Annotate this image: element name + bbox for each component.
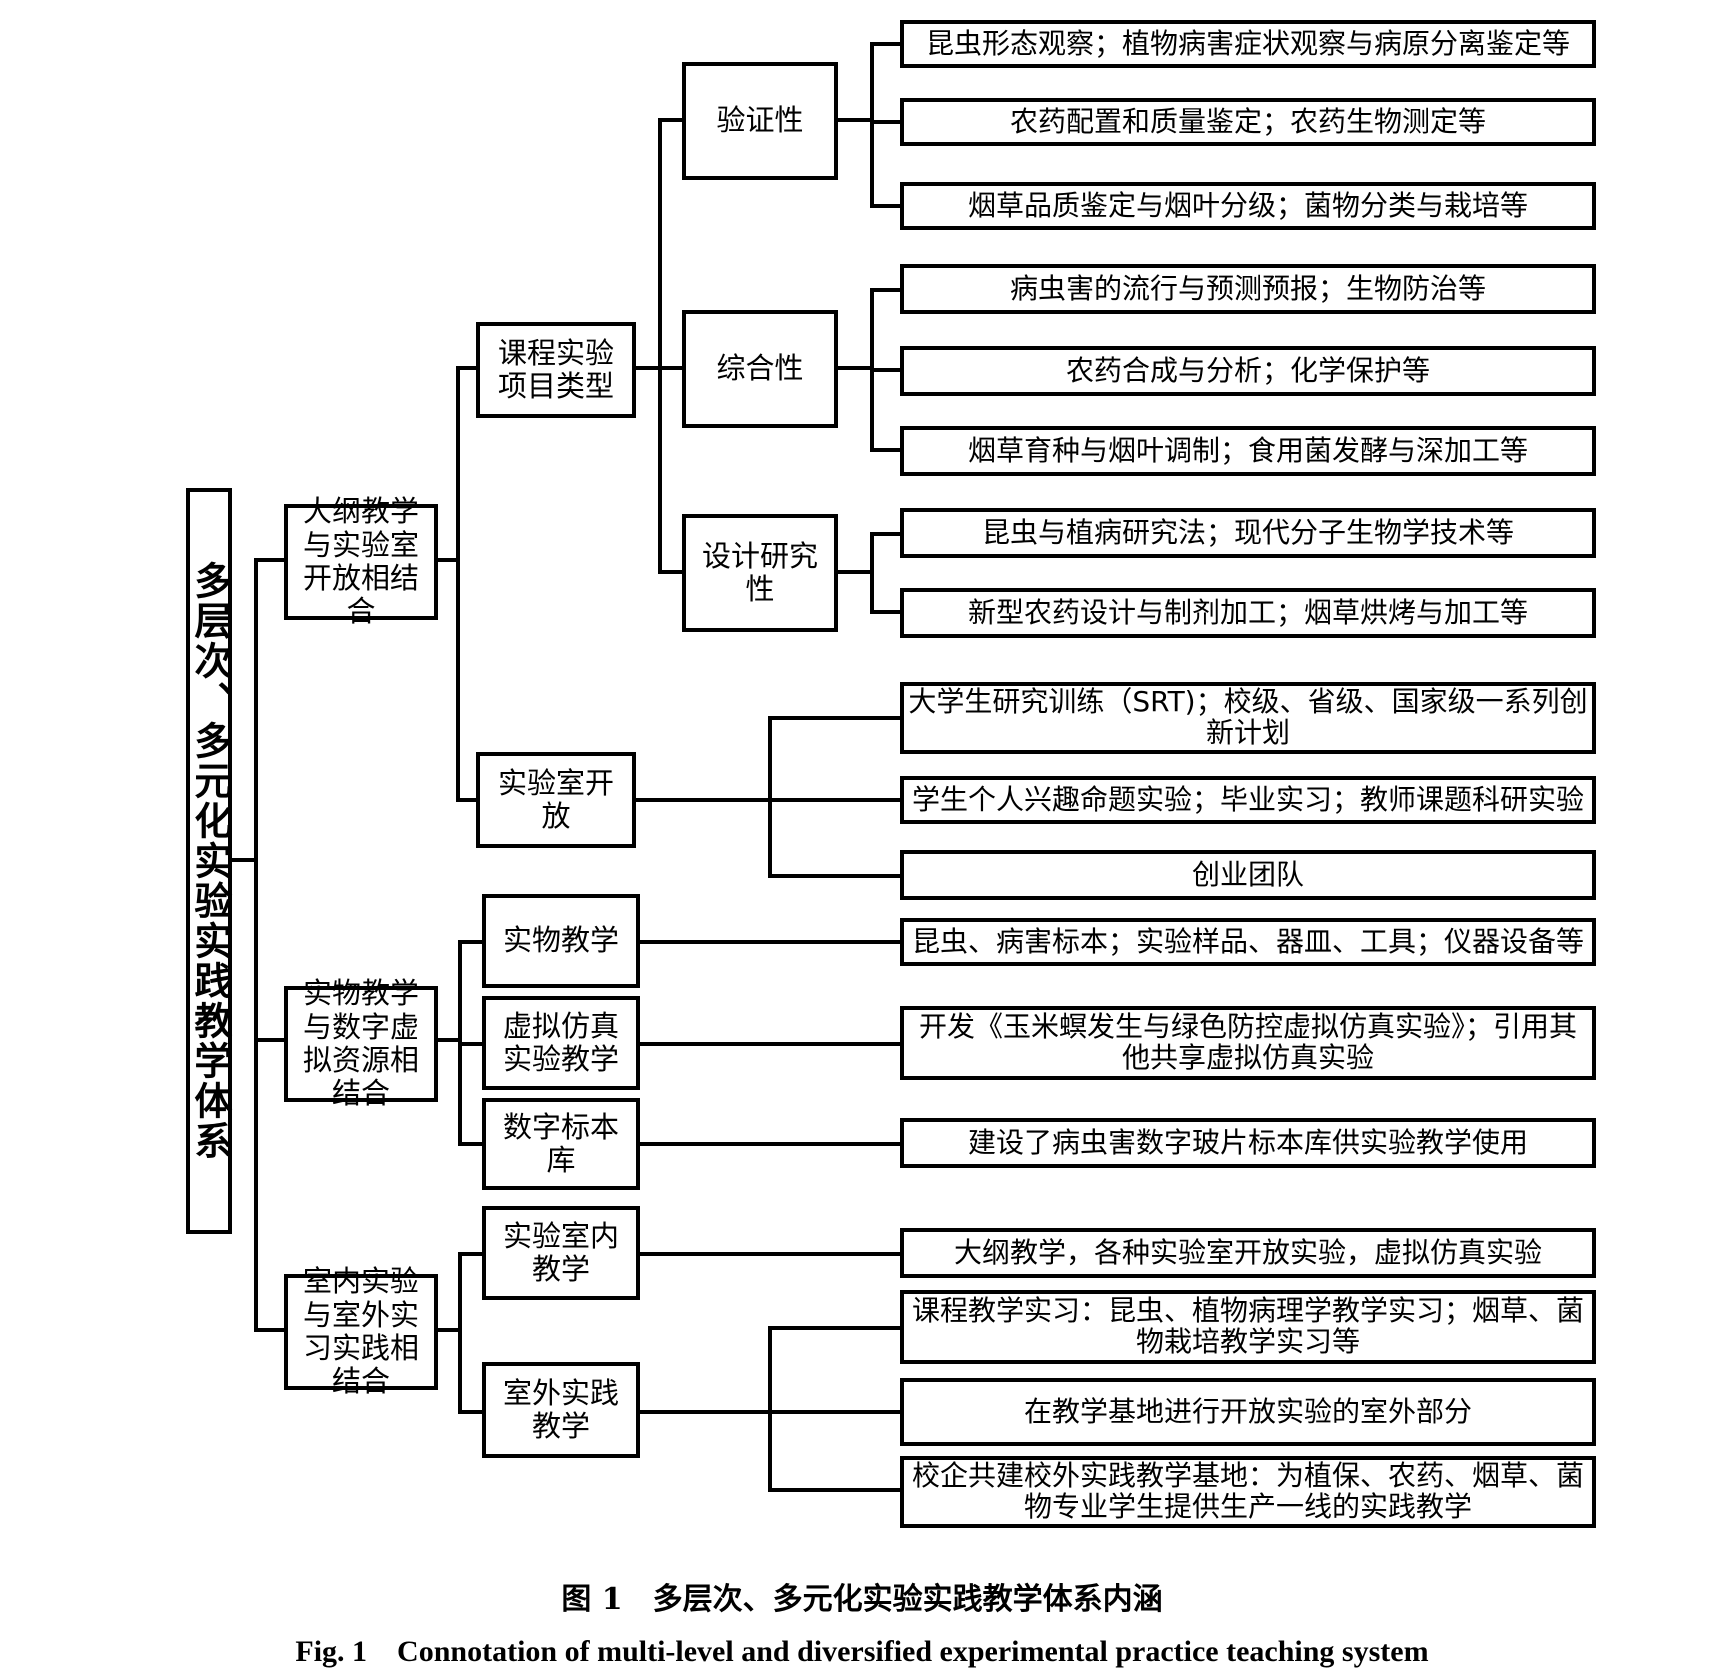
leaf-design-2: 新型农药设计与制剂加工；烟草烘烤与加工等 (900, 588, 1596, 638)
figure-caption-cn: 图 1 多层次、多元化实验实践教学体系内涵 (561, 1582, 1163, 1617)
node-physical: 实物教学 (482, 894, 640, 988)
leaf-outdoor-2: 在教学基地进行开放实验的室外部分 (900, 1378, 1596, 1446)
leaf-outdoor-1: 课程教学实习：昆虫、植物病理学教学实习；烟草、菌物栽培教学实习等 (900, 1290, 1596, 1364)
leaf-lab-open-1: 大学生研究训练（SRT)；校级、省级、国家级一系列创新计划 (900, 682, 1596, 754)
leaf-compre-3: 烟草育种与烟叶调制；食用菌发酵与深加工等 (900, 426, 1596, 476)
node-design: 设计研究性 (682, 514, 838, 632)
root-node: 多层次、多元化实验实践教学体系 (186, 488, 232, 1234)
node-outdoor: 室外实践教学 (482, 1362, 640, 1458)
leaf-verify-2: 农药配置和质量鉴定；农药生物测定等 (900, 98, 1596, 146)
node-virtual: 虚拟仿真实验教学 (482, 996, 640, 1090)
node-verify: 验证性 (682, 62, 838, 180)
node-digital: 数字标本库 (482, 1098, 640, 1190)
leaf-indoor: 大纲教学，各种实验室开放实验，虚拟仿真实验 (900, 1228, 1596, 1278)
leaf-lab-open-2: 学生个人兴趣命题实验；毕业实习；教师课题科研实验 (900, 776, 1596, 824)
leaf-outdoor-3: 校企共建校外实践教学基地：为植保、农药、烟草、菌物专业学生提供生产一线的实践教学 (900, 1456, 1596, 1528)
leaf-virtual: 开发《玉米螟发生与绿色防控虚拟仿真实验》；引用其他共享虚拟仿真实验 (900, 1006, 1596, 1080)
leaf-digital: 建设了病虫害数字玻片标本库供实验教学使用 (900, 1118, 1596, 1168)
leaf-compre-1: 病虫害的流行与预测预报；生物防治等 (900, 264, 1596, 314)
node-comprehensive: 综合性 (682, 310, 838, 428)
node-physical-digital: 实物教学与数字虚拟资源相结合 (284, 977, 438, 1110)
node-lab-open: 实验室开放 (476, 752, 636, 848)
leaf-compre-2: 农药合成与分析；化学保护等 (900, 346, 1596, 396)
node-course-types: 课程实验项目类型 (476, 322, 636, 418)
leaf-physical: 昆虫、病害标本；实验样品、器皿、工具；仪器设备等 (900, 918, 1596, 966)
node-syllabus-lab-open: 大纲教学与实验室开放相结合 (284, 495, 438, 628)
node-indoor: 实验室内教学 (482, 1206, 640, 1300)
figure-caption-en: Fig. 1 Connotation of multi-level and di… (295, 1635, 1429, 1668)
leaf-lab-open-3: 创业团队 (900, 850, 1596, 900)
leaf-verify-3: 烟草品质鉴定与烟叶分级；菌物分类与栽培等 (900, 182, 1596, 230)
leaf-design-1: 昆虫与植病研究法；现代分子生物学技术等 (900, 508, 1596, 558)
leaf-verify-1: 昆虫形态观察；植物病害症状观察与病原分离鉴定等 (900, 20, 1596, 68)
node-indoor-outdoor: 室内实验与室外实习实践相结合 (284, 1265, 438, 1398)
